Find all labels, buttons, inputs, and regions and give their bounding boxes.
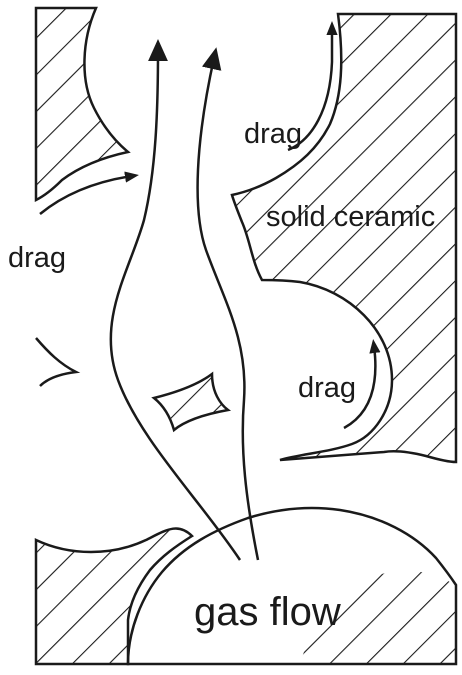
- drag-label-left: drag: [8, 244, 66, 273]
- solid-ceramic-label: solid ceramic: [266, 203, 435, 232]
- floating-particle: [154, 374, 228, 430]
- flow-streamline-left: [111, 50, 240, 560]
- drag-label-top: drag: [244, 120, 302, 149]
- ceramic-grain-bottom-left: [36, 528, 192, 664]
- drag-label-right: drag: [298, 374, 356, 403]
- gas-flow-label: gas flow: [194, 592, 341, 632]
- small-grain-left: [36, 338, 76, 386]
- ceramic-grain-top-left: [36, 8, 128, 200]
